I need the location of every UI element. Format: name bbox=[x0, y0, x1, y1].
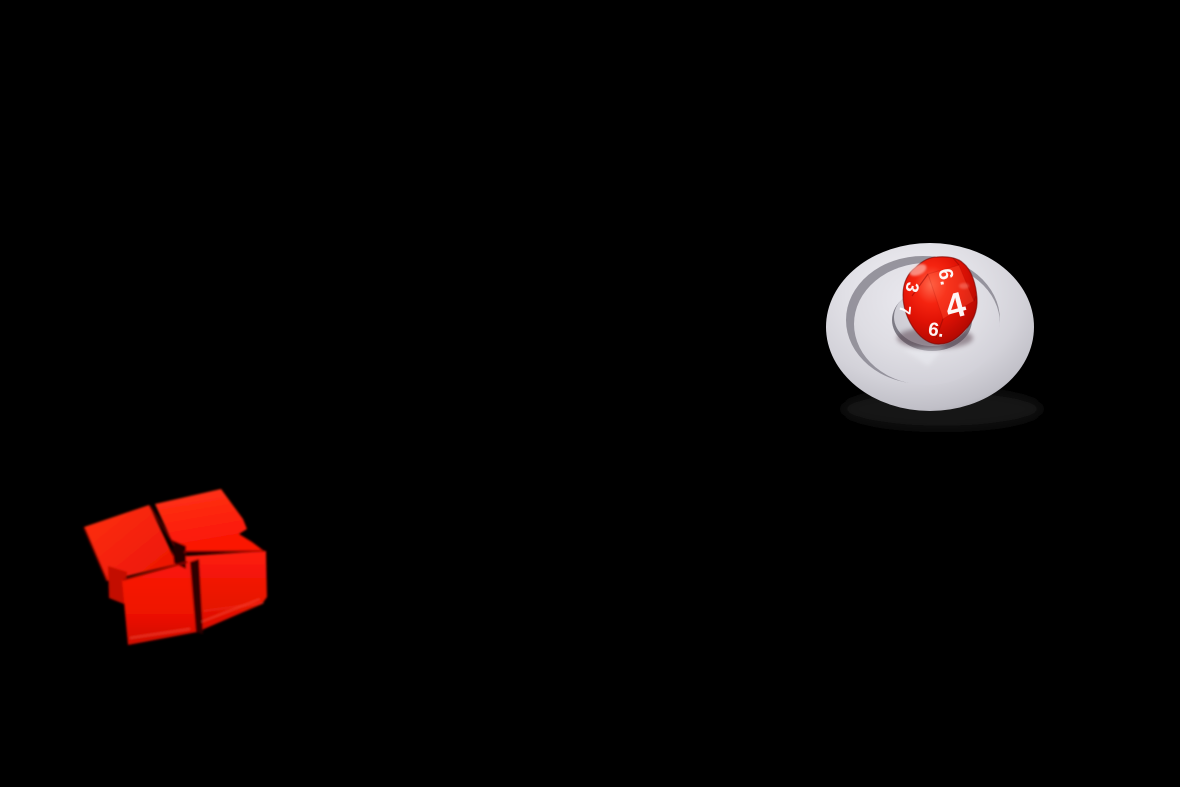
red-plastic-object bbox=[83, 489, 267, 645]
die-gloss-highlight-small bbox=[959, 283, 969, 289]
red-top-plane-seam bbox=[149, 505, 175, 546]
red-front-gap-shadow bbox=[190, 559, 203, 634]
red-right-bottom-reflection bbox=[200, 598, 261, 623]
red-middle-notch-shadow bbox=[172, 540, 186, 569]
stand-sheen bbox=[903, 344, 947, 366]
red-right-face-reflection bbox=[202, 602, 265, 612]
red-right-fold-line bbox=[183, 550, 265, 553]
red-left-bottom-reflection bbox=[129, 628, 191, 639]
die-number-top: 6. bbox=[933, 267, 958, 287]
red-right-front-face bbox=[185, 551, 267, 632]
die-number-left: 7 bbox=[895, 305, 913, 315]
red-left-fold-line bbox=[122, 561, 189, 581]
die-facet-lines bbox=[911, 257, 977, 339]
die-body bbox=[902, 256, 978, 345]
red-die: 6. 3 4 7 6. bbox=[895, 256, 978, 349]
die-number-upper-left: 3 bbox=[901, 280, 923, 294]
red-right-top-plane bbox=[155, 489, 264, 551]
die-gloss-highlight bbox=[909, 264, 927, 276]
red-left-edge-shade bbox=[83, 526, 108, 582]
die-number-bottom: 6. bbox=[927, 319, 946, 342]
red-left-front-face bbox=[122, 562, 197, 645]
red-left-top-plane bbox=[84, 505, 177, 581]
red-left-tab bbox=[108, 566, 127, 604]
